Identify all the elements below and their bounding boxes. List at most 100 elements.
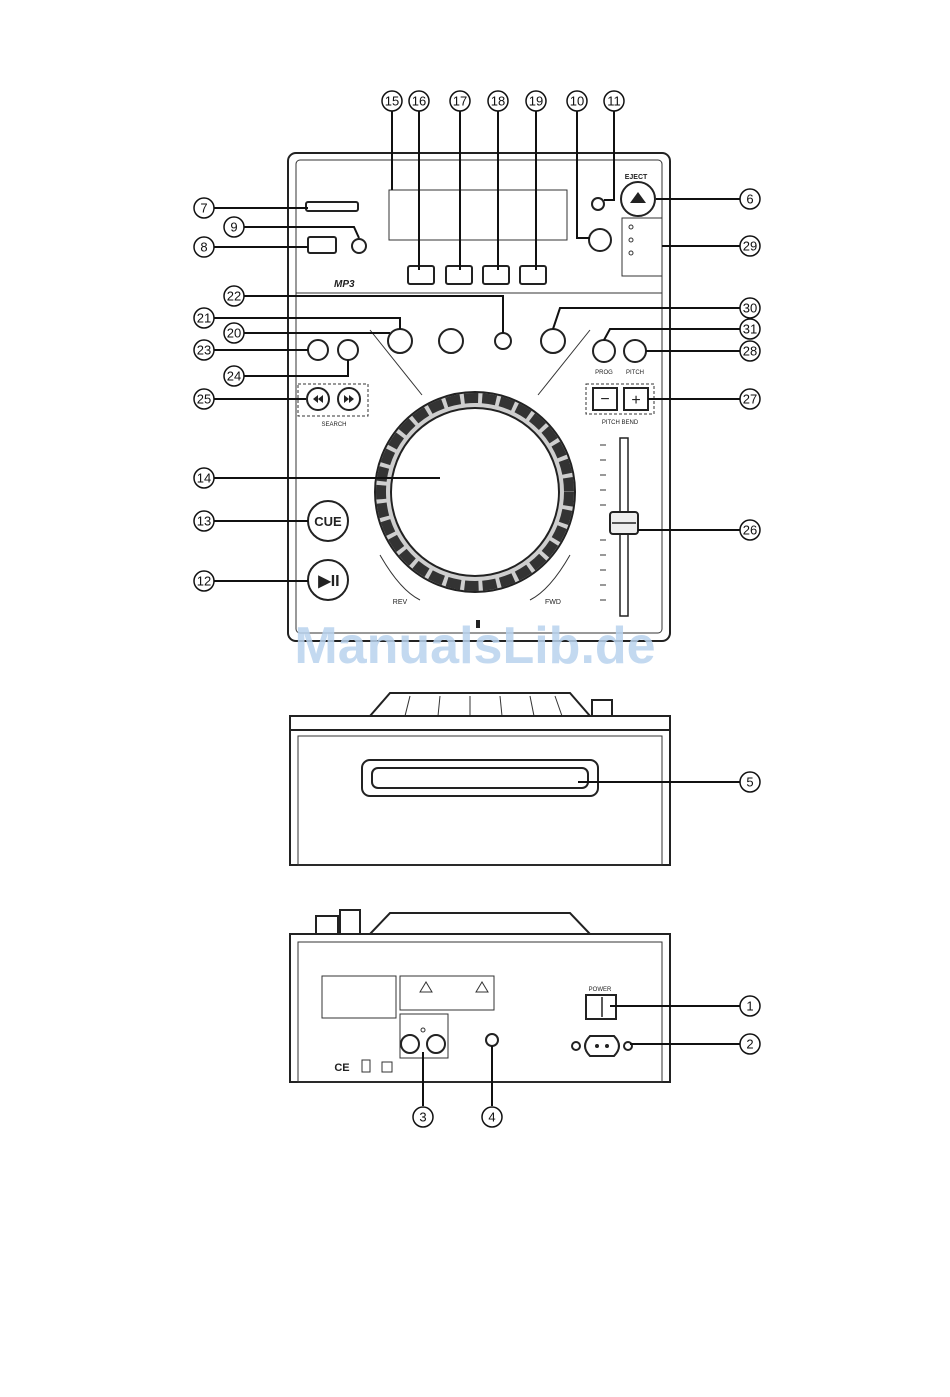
callout-8: 8: [194, 237, 214, 257]
svg-text:28: 28: [743, 344, 757, 359]
callout-14: 14: [194, 468, 214, 488]
svg-text:17: 17: [453, 94, 467, 109]
svg-text:11: 11: [607, 94, 621, 109]
callout-28: 28: [740, 341, 760, 361]
svg-text:9: 9: [230, 220, 237, 235]
callout-6: 6: [740, 189, 760, 209]
svg-text:3: 3: [419, 1110, 426, 1125]
callout-18: 18: [488, 91, 508, 111]
eject-label: EJECT: [625, 174, 648, 181]
callout-13: 13: [194, 511, 214, 531]
out-button[interactable]: [439, 329, 463, 353]
callout-12: 12: [194, 571, 214, 591]
cd-usb-sd-button[interactable]: [352, 239, 366, 253]
usb-port[interactable]: [308, 237, 336, 253]
prog-label: PROG: [595, 370, 613, 376]
prog-button[interactable]: [593, 340, 615, 362]
pitch-button[interactable]: [624, 340, 646, 362]
search-label: SEARCH: [321, 422, 346, 428]
reverse-button[interactable]: [483, 266, 509, 284]
svg-text:12: 12: [197, 574, 211, 589]
callout-11: 11: [604, 91, 624, 111]
callout-3: 3: [413, 1107, 433, 1127]
in-button[interactable]: [388, 329, 412, 353]
svg-text:18: 18: [491, 94, 505, 109]
svg-text:7: 7: [200, 201, 207, 216]
back-view: POWER CE: [290, 910, 670, 1082]
callout-27: 27: [740, 389, 760, 409]
callout-5: 5: [740, 772, 760, 792]
callout-26: 26: [740, 520, 760, 540]
watermark: ManualsLib.de: [294, 617, 655, 675]
reloop-button[interactable]: [495, 333, 511, 349]
pitch-bend-minus-icon: −: [600, 391, 609, 408]
ac-inlet[interactable]: [585, 1036, 619, 1056]
svg-text:20: 20: [227, 326, 241, 341]
callout-16: 16: [409, 91, 429, 111]
power-label: POWER: [589, 987, 612, 993]
svg-text:8: 8: [200, 240, 207, 255]
callout-4: 4: [482, 1107, 502, 1127]
jog-wheel[interactable]: [375, 392, 575, 592]
svg-text:14: 14: [197, 471, 211, 486]
callout-25: 25: [194, 389, 214, 409]
single-button[interactable]: [308, 340, 328, 360]
sd-slot[interactable]: [306, 202, 358, 211]
svg-text:13: 13: [197, 514, 211, 529]
callout-30: 30: [740, 298, 760, 318]
svg-text:24: 24: [227, 369, 241, 384]
callout-31: 31: [740, 319, 760, 339]
svg-text:5: 5: [746, 775, 753, 790]
pitch-bend-label: PITCH BEND: [602, 420, 639, 426]
ce-mark: CE: [334, 1062, 349, 1074]
front-view: [290, 693, 670, 865]
callout-2: 2: [740, 1034, 760, 1054]
pitch-bend-plus-icon: +: [631, 392, 640, 409]
callout-15: 15: [382, 91, 402, 111]
svg-text:4: 4: [488, 1110, 495, 1125]
audio-out-right-jack[interactable]: [401, 1035, 419, 1053]
svg-text:21: 21: [197, 311, 211, 326]
callout-10: 10: [567, 91, 587, 111]
svg-text:23: 23: [197, 343, 211, 358]
time-button[interactable]: [338, 340, 358, 360]
svg-text:29: 29: [743, 239, 757, 254]
cue-label: CUE: [314, 514, 342, 529]
svg-text:27: 27: [743, 392, 757, 407]
rev-label: REV: [393, 599, 408, 606]
callout-21: 21: [194, 308, 214, 328]
callout-1: 1: [740, 996, 760, 1016]
svg-text:16: 16: [412, 94, 426, 109]
callout-23: 23: [194, 340, 214, 360]
svg-text:10: 10: [570, 94, 584, 109]
fader-start-jack[interactable]: [486, 1034, 498, 1046]
callout-7: 7: [194, 198, 214, 218]
svg-text:19: 19: [529, 94, 543, 109]
pitch-label: PITCH: [626, 370, 644, 376]
tap-button[interactable]: [541, 329, 565, 353]
svg-text:31: 31: [743, 322, 757, 337]
svg-text:2: 2: [746, 1037, 753, 1052]
audio-out-left-jack[interactable]: [427, 1035, 445, 1053]
callout-22: 22: [224, 286, 244, 306]
svg-text:6: 6: [746, 192, 753, 207]
svg-text:15: 15: [385, 94, 399, 109]
repeat-button[interactable]: [520, 266, 546, 284]
fwd-label: FWD: [545, 599, 561, 606]
svg-text:22: 22: [227, 289, 241, 304]
svg-text:30: 30: [743, 301, 757, 316]
callout-24: 24: [224, 366, 244, 386]
callout-9: 9: [224, 217, 244, 237]
track-knob[interactable]: [589, 229, 611, 251]
svg-text:26: 26: [743, 523, 757, 538]
play-pause-icon: ▶II: [317, 573, 339, 590]
mp3-logo: MP3: [334, 279, 355, 290]
folder-button[interactable]: [592, 198, 604, 210]
callout-17: 17: [450, 91, 470, 111]
svg-text:25: 25: [197, 392, 211, 407]
svg-text:1: 1: [746, 999, 753, 1014]
disc-slot[interactable]: [372, 768, 588, 788]
callout-29: 29: [740, 236, 760, 256]
vinyl-button[interactable]: [408, 266, 434, 284]
